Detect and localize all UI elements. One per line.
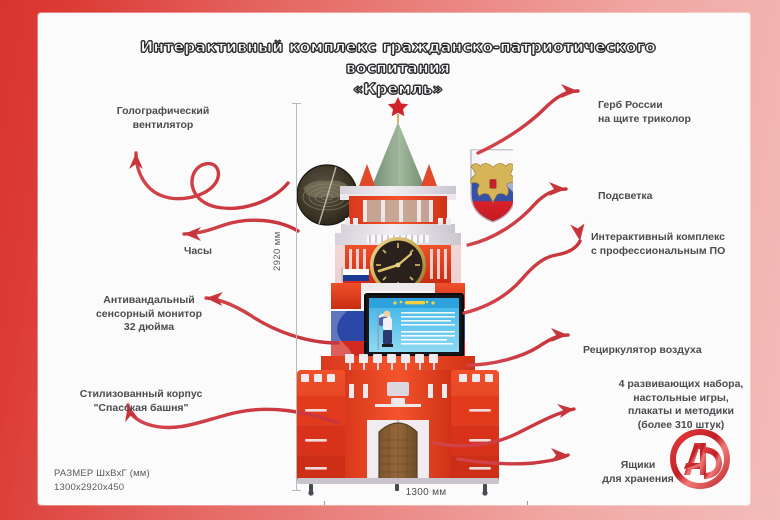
content-card: Интерактивный комплекс гражданско-патрио…: [38, 13, 750, 505]
label-air-recirculator: Рециркулятор воздуха: [583, 344, 702, 356]
tower-belfry: [341, 196, 455, 233]
label-interactive-software: Интерактивный комплекс с профессиональны…: [591, 231, 726, 257]
height-dimension-line: [292, 103, 301, 491]
kiosk-illustration: [283, 78, 516, 503]
storage-drawer-group-right: [451, 396, 499, 480]
label-sets-and-games: 4 развивающих набора, настольные игры, п…: [618, 378, 744, 431]
label-backlight: Подсветка: [598, 190, 653, 202]
kremlin-star: [387, 97, 409, 123]
label-stylized-body: Стилизованный корпус "Спасская башня": [79, 388, 203, 414]
label-coat-of-arms: Герб России на щите триколор: [598, 99, 691, 125]
kiosk-body: [297, 354, 499, 496]
tower-spire: [340, 97, 456, 200]
tower-clock: [370, 237, 426, 293]
label-holographic-fan: Голографический вентилятор: [116, 105, 210, 131]
width-dimension-label: 1300 мм: [405, 487, 447, 498]
holographic-fan-display: [296, 164, 358, 226]
height-dimension-label: 2920 мм: [272, 231, 283, 271]
page-title: Интерактивный комплекс гражданско-патрио…: [98, 37, 698, 100]
storage-drawer-group-left: [297, 396, 345, 480]
page-title-line-1: Интерактивный комплекс гражданско-патрио…: [140, 38, 656, 78]
company-logo: [664, 423, 736, 495]
page-title-line-2: «Кремль»: [353, 80, 443, 99]
label-vandal-proof-monitor: Антивандальный сенсорный монитор 32 дюйм…: [95, 294, 203, 333]
size-note: РАЗМЕР ШхВхГ (мм) 1300x2920x450: [54, 468, 150, 493]
label-clock: Часы: [183, 245, 212, 257]
coat-of-arms-shield: [470, 149, 516, 223]
screen-mascot: [377, 310, 393, 350]
label-storage-drawers: Ящики для хранения: [602, 459, 674, 485]
touchscreen-monitor: [364, 293, 464, 357]
casters: [308, 484, 488, 496]
